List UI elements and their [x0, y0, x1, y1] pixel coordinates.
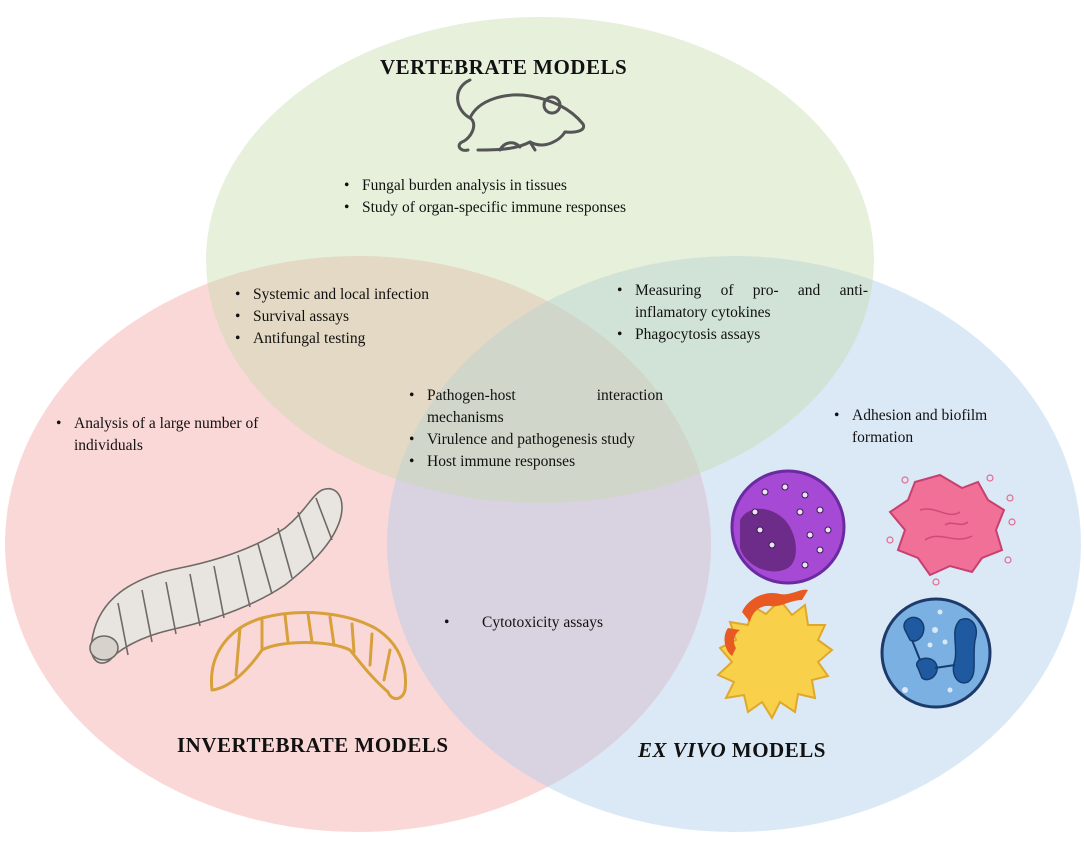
list-item: Study of organ-specific immune responses: [340, 197, 720, 219]
list-item: Fungal burden analysis in tissues: [340, 175, 720, 197]
vertebrate-exvivo-items: Measuring of pro- and anti-inflamatory c…: [613, 280, 868, 346]
all-models-items: Pathogen-host interaction mechanisms Vir…: [405, 385, 663, 473]
list-item: Survival assays: [231, 306, 491, 328]
list-item: Virulence and pathogenesis study: [405, 429, 663, 451]
mouse-outline-icon: [456, 78, 586, 152]
neutrophil-cell-icon: [880, 597, 992, 709]
wax-moth-larva-outline: [209, 611, 408, 700]
list-item: Host immune responses: [405, 451, 663, 473]
exvivo-items: Adhesion and biofilm formation: [830, 405, 1020, 449]
invertebrate-exvivo-items: Cytotoxicity assays: [440, 612, 660, 634]
vertebrate-circle: [206, 17, 874, 503]
vertebrate-title: VERTEBRATE MODELS: [380, 55, 628, 79]
invertebrate-title: INVERTEBRATE MODELS: [177, 733, 449, 757]
dendritic-cell-icon: [716, 589, 834, 721]
list-item: Adhesion and biofilm formation: [830, 405, 1020, 449]
exvivo-title-italic: EX VIVO: [638, 738, 727, 762]
list-item: Cytotoxicity assays: [440, 612, 660, 634]
mealworm-larva-sketch: [89, 487, 343, 664]
list-item: Antifungal testing: [231, 328, 491, 350]
exvivo-title-rest: MODELS: [726, 738, 826, 762]
list-item: Measuring of pro- and anti-inflamatory c…: [613, 280, 868, 324]
granulocyte-cell-icon: [730, 469, 846, 585]
vertebrate-items: Fungal burden analysis in tissues Study …: [340, 175, 720, 219]
list-item: Analysis of a large number of individual…: [52, 413, 277, 457]
list-item: Phagocytosis assays: [613, 324, 868, 346]
platelet-cell-icon: [886, 473, 1016, 586]
invertebrate-items: Analysis of a large number of individual…: [52, 413, 277, 457]
vertebrate-invertebrate-items: Systemic and local infection Survival as…: [231, 284, 491, 350]
list-item: Systemic and local infection: [231, 284, 491, 306]
list-item: Pathogen-host interaction mechanisms: [405, 385, 663, 429]
exvivo-title: EX VIVO MODELS: [638, 738, 826, 763]
